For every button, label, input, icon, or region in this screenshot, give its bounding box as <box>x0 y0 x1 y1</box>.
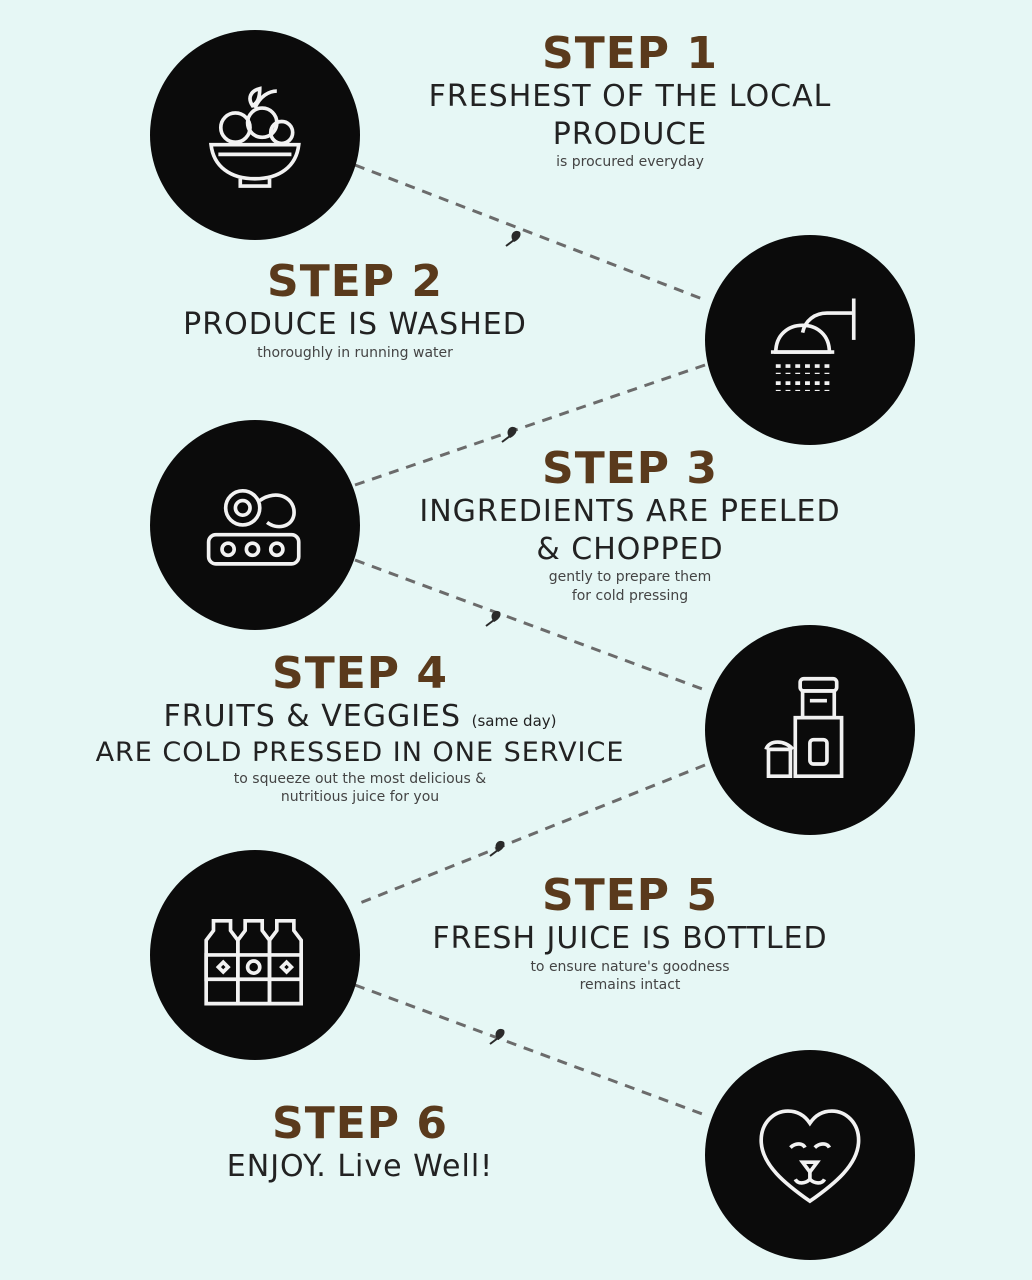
step-subtext: is procured everyday <box>556 154 704 171</box>
step-3-text: STEP 3 INGREDIENTS ARE PEELED & CHOPPED … <box>400 443 860 605</box>
step-4-circle <box>705 625 915 835</box>
step-heading-line: INGREDIENTS ARE PEELED <box>419 494 841 530</box>
step-6-text: STEP 6 ENJOY. Live Well! <box>150 1098 570 1186</box>
step-heading-line: FRESH JUICE IS BOTTLED <box>432 921 828 957</box>
step-3-circle <box>150 420 360 630</box>
step-subtext: for cold pressing <box>571 587 689 604</box>
step-1-text: STEP 1 FRESHEST OF THE LOCAL PRODUCE is … <box>380 28 880 172</box>
step-1-circle <box>150 30 360 240</box>
step-subtext: remains intact <box>579 977 681 994</box>
faucet-icon <box>771 298 856 392</box>
step-heading-line: & CHOPPED <box>536 531 724 567</box>
step-subtext: nutritious juice for you <box>280 788 440 805</box>
step-5-circle <box>150 850 360 1060</box>
step-subtext: thoroughly in running water <box>257 344 453 361</box>
step-6-circle <box>705 1050 915 1260</box>
leaf-marker <box>491 610 501 622</box>
step-2-circle <box>705 235 915 445</box>
step-heading-line: ENJOY. Live Well! <box>226 1149 494 1185</box>
produce-bowl-icon <box>209 86 301 188</box>
lion-heart-icon <box>759 1109 861 1204</box>
leaf-marker <box>507 426 517 438</box>
step-heading-line: FRESHEST OF THE LOCAL <box>428 79 832 115</box>
step-title: STEP 2 <box>267 256 443 307</box>
step-title: STEP 6 <box>272 1098 448 1149</box>
step-heading-aside: (same day) <box>471 712 557 731</box>
step-2-text: STEP 2 PRODUCE IS WASHED thoroughly in r… <box>130 256 580 362</box>
juice-bottles-icon <box>204 919 304 1006</box>
step-4-text: STEP 4 FRUITS & VEGGIES (same day) ARE C… <box>50 648 670 806</box>
chopping-board-icon <box>206 489 301 566</box>
step-subtext: gently to prepare them <box>548 569 712 586</box>
step-heading-text: FRUITS & VEGGIES <box>163 699 462 735</box>
step-title: STEP 3 <box>542 443 718 494</box>
leaf-marker <box>506 230 521 244</box>
step-heading-line: ARE COLD PRESSED IN ONE SERVICE <box>95 736 625 768</box>
step-heading-line: PRODUCE IS WASHED <box>183 307 527 343</box>
step-title: STEP 1 <box>542 28 718 79</box>
step-subtext: to ensure nature's goodness <box>530 958 730 975</box>
step-title: STEP 5 <box>542 870 718 921</box>
step-heading-line: PRODUCE <box>552 116 708 152</box>
leaf-marker <box>495 840 505 852</box>
step-heading-line: FRUITS & VEGGIES (same day) <box>50 698 670 736</box>
step-title: STEP 4 <box>272 648 448 699</box>
step-subtext: to squeeze out the most delicious & <box>233 770 487 787</box>
step-5-text: STEP 5 FRESH JUICE IS BOTTLED to ensure … <box>390 870 870 994</box>
cold-press-juicer-icon <box>764 677 844 779</box>
leaf-marker <box>495 1028 505 1040</box>
